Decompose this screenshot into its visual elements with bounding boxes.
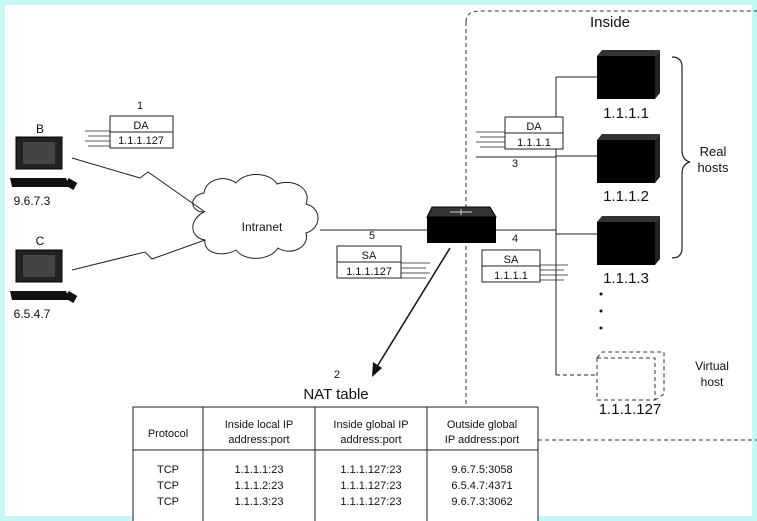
table-row: TCP 1.1.1.2:23 1.1.1.127:23 6.5.4.7:4371 — [157, 480, 513, 492]
packet-4-step: 4 — [512, 233, 518, 245]
host-b-computer — [10, 136, 78, 190]
packet-5-address: 1.1.1.127 — [346, 266, 392, 278]
nat-table-title: NAT table — [303, 386, 368, 403]
packet-4-field: SA — [504, 254, 519, 266]
intranet-cloud — [192, 174, 319, 259]
host-c-computer — [10, 249, 78, 303]
nat-table: Protocol Inside local IP address:port In… — [132, 406, 539, 521]
nat-header-inside-global-1: Inside global IP — [333, 419, 408, 431]
packet-5: 5 SA 1.1.1.127 — [336, 230, 430, 279]
svg-text:1.1.1.127:23: 1.1.1.127:23 — [340, 464, 401, 476]
link-b-intranet — [71, 157, 206, 213]
svg-text:1.1.1.127:23: 1.1.1.127:23 — [340, 480, 401, 492]
server-ip-3: 1.1.1.3 — [603, 270, 649, 287]
host-c-label: C — [36, 234, 45, 248]
nat-header-outside-global-1: Outside global — [447, 419, 517, 431]
nat-header-inside-global-2: address:port — [340, 434, 401, 446]
virtual-host-icon — [596, 351, 665, 401]
virtual-host-label-1: Virtual — [695, 359, 729, 373]
server-ip-1: 1.1.1.1 — [603, 105, 649, 122]
nat-lookup-arrow — [374, 247, 451, 371]
packet-3-step: 3 — [512, 158, 518, 170]
virtual-host-ip: 1.1.1.127 — [599, 401, 662, 418]
svg-text:TCP: TCP — [157, 480, 179, 492]
nat-step-label: 2 — [334, 369, 340, 381]
inside-label: Inside — [590, 14, 630, 31]
server-1112-icon — [597, 134, 660, 183]
packet-5-field: SA — [362, 250, 377, 262]
link-c-intranet — [71, 239, 206, 271]
nat-header-inside-local-1: Inside local IP — [225, 419, 293, 431]
server-ip-2: 1.1.1.2 — [603, 188, 649, 205]
svg-text:TCP: TCP — [157, 464, 179, 476]
packet-4: 4 SA 1.1.1.1 — [481, 233, 568, 283]
real-hosts-brace — [671, 56, 691, 259]
packet-3-field: DA — [526, 121, 542, 133]
packet-5-step: 5 — [369, 230, 375, 242]
nat-header-inside-local-2: address:port — [228, 434, 289, 446]
table-row: TCP 1.1.1.1:23 1.1.1.127:23 9.6.7.5:3058 — [157, 464, 513, 476]
svg-text:TCP: TCP — [157, 496, 179, 508]
packet-4-address: 1.1.1.1 — [494, 270, 528, 282]
real-hosts-label-1: Real — [700, 144, 727, 159]
svg-text:6.5.4.7:4371: 6.5.4.7:4371 — [451, 480, 512, 492]
table-row: TCP 1.1.1.3:23 1.1.1.127:23 9.6.7.3:3062 — [157, 496, 513, 508]
server-1111-icon — [597, 50, 660, 99]
svg-text:1.1.1.1:23: 1.1.1.1:23 — [235, 464, 284, 476]
real-hosts-label-2: hosts — [697, 160, 729, 175]
svg-text:1.1.1.127:23: 1.1.1.127:23 — [340, 496, 401, 508]
packet-3-address: 1.1.1.1 — [517, 137, 551, 149]
virtual-host-label-2: host — [701, 375, 724, 389]
host-b-label: B — [36, 122, 44, 136]
packet-1-step: 1 — [137, 100, 143, 112]
nat-header-outside-global-2: IP address:port — [445, 434, 519, 446]
packet-1-address: 1.1.1.127 — [118, 135, 164, 147]
packet-1-field: DA — [133, 120, 149, 132]
server-1113-icon — [597, 216, 660, 265]
svg-text:9.6.7.3:3062: 9.6.7.3:3062 — [451, 496, 512, 508]
host-b-ip: 9.6.7.3 — [14, 194, 51, 208]
arrow-head — [372, 362, 382, 377]
svg-text:1.1.1.3:23: 1.1.1.3:23 — [235, 496, 284, 508]
nat-router — [426, 206, 497, 243]
svg-text:1.1.1.2:23: 1.1.1.2:23 — [235, 480, 284, 492]
more-hosts-ellipsis — [599, 292, 603, 330]
host-c-ip: 6.5.4.7 — [14, 307, 51, 321]
svg-text:9.6.7.5:3058: 9.6.7.5:3058 — [451, 464, 512, 476]
packet-3: DA 1.1.1.1 3 — [476, 116, 564, 170]
nat-header-protocol: Protocol — [148, 428, 188, 440]
packet-1: 1 DA 1.1.1.127 — [85, 100, 174, 149]
intranet-label: Intranet — [242, 220, 283, 234]
